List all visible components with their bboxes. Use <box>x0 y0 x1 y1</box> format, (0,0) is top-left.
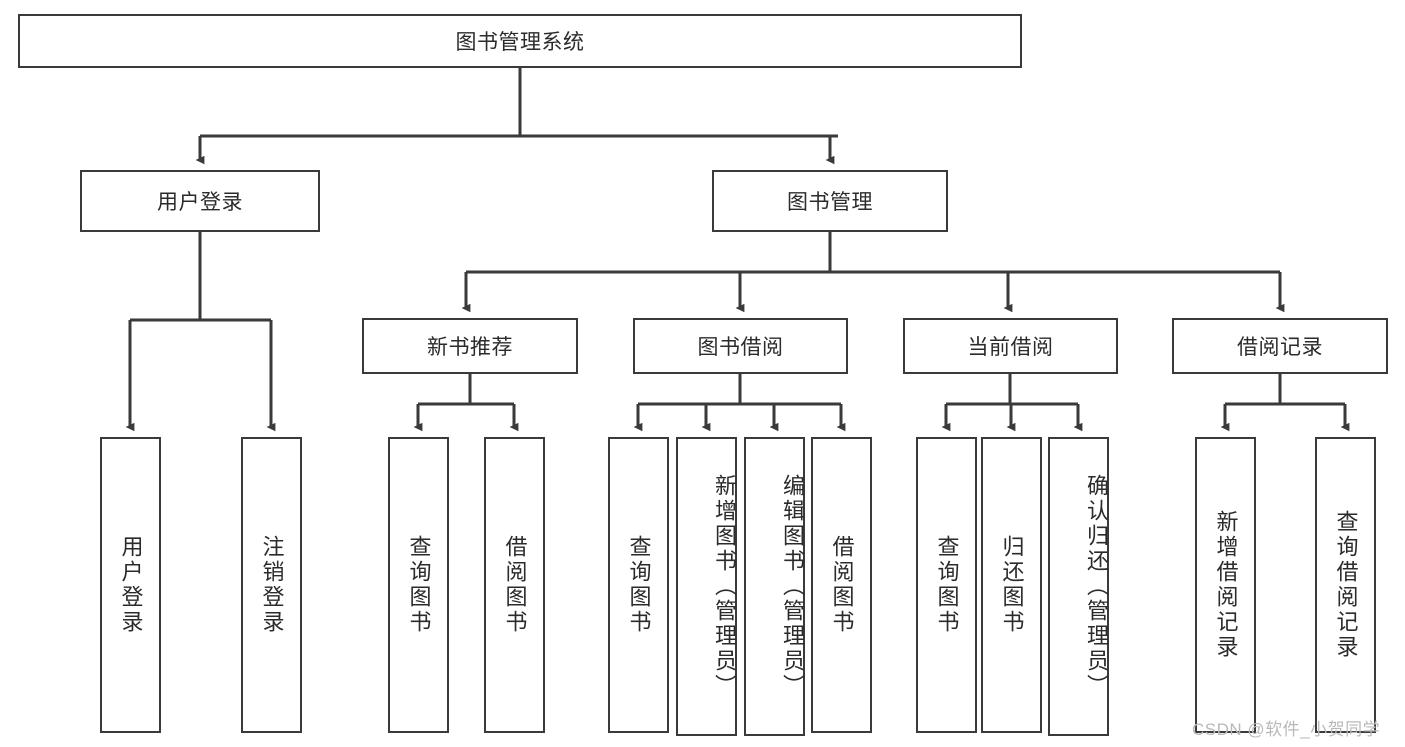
csdn-watermark: CSDN @软件_小贺同学 <box>1192 720 1381 739</box>
node-book-borrowing[interactable]: 图书借阅 <box>633 318 848 374</box>
node-book-management[interactable]: 图书管理 <box>712 170 948 232</box>
leaf-query-books-recommendation[interactable]: 查询图书 <box>388 437 449 733</box>
leaf-query-borrowing-record[interactable]: 查询借阅记录 <box>1315 437 1376 733</box>
leaf-borrow-books-recommendation[interactable]: 借阅图书 <box>484 437 545 733</box>
leaf-confirm-return-admin[interactable]: 确认归还（管理员） <box>1048 437 1109 736</box>
node-borrowing-record[interactable]: 借阅记录 <box>1172 318 1388 374</box>
leaf-user-login[interactable]: 用户登录 <box>100 437 161 733</box>
node-new-book-recommendation[interactable]: 新书推荐 <box>362 318 578 374</box>
leaf-query-books-current[interactable]: 查询图书 <box>916 437 977 733</box>
leaf-add-borrowing-record[interactable]: 新增借阅记录 <box>1195 437 1256 733</box>
node-user-login[interactable]: 用户登录 <box>80 170 320 232</box>
leaf-edit-book-admin[interactable]: 编辑图书（管理员） <box>744 437 805 736</box>
leaf-return-books[interactable]: 归还图书 <box>981 437 1042 733</box>
leaf-borrow-books-borrowing[interactable]: 借阅图书 <box>811 437 872 733</box>
leaf-add-book-admin[interactable]: 新增图书（管理员） <box>676 437 737 736</box>
node-root-system[interactable]: 图书管理系统 <box>18 14 1022 68</box>
node-current-borrowing[interactable]: 当前借阅 <box>903 318 1118 374</box>
leaf-query-books-borrowing[interactable]: 查询图书 <box>608 437 669 733</box>
leaf-logout[interactable]: 注销登录 <box>241 437 302 733</box>
